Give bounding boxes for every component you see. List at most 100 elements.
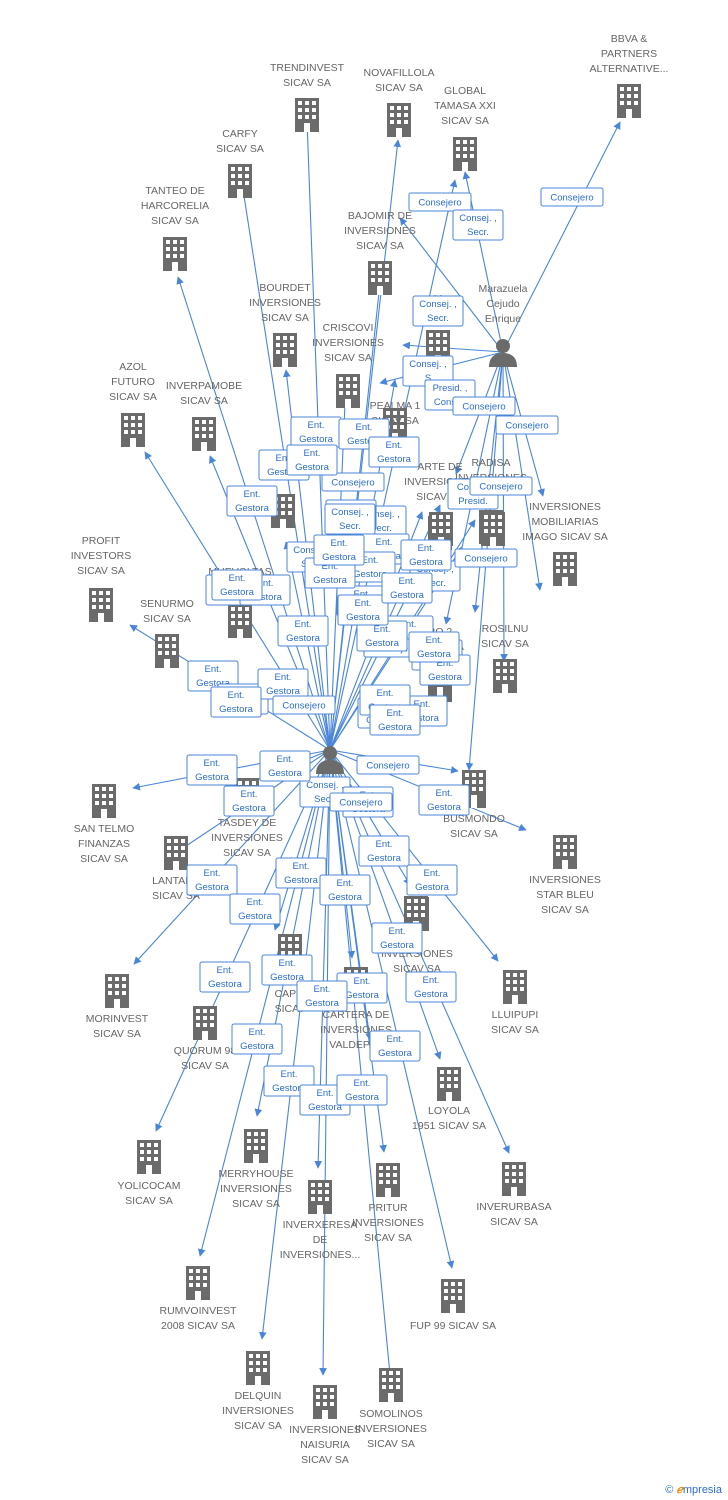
role-badge[interactable]: Ent.Gestora	[313, 534, 365, 566]
role-badge[interactable]: Consejero	[408, 192, 472, 212]
role-badge[interactable]: Ent.Gestora	[229, 893, 281, 925]
role-badge[interactable]: Ent.Gestora	[259, 750, 311, 782]
role-badge[interactable]: Ent.Gestora	[371, 922, 423, 954]
role-badge[interactable]: Ent.Gestora	[210, 686, 262, 718]
role-badge[interactable]: Ent.Gestora	[369, 704, 421, 736]
role-badge[interactable]: Ent.Gestora	[337, 594, 389, 626]
role-badge[interactable]: Ent.Gestora	[408, 631, 460, 663]
company-node-inverxeresa[interactable]: INVERXERESADEINVERSIONES...	[280, 1180, 361, 1261]
role-badge[interactable]: Ent.Gestora	[358, 835, 410, 867]
role-badge[interactable]: Ent.Gestora	[226, 485, 278, 517]
role-badge[interactable]: Ent.Gestora	[405, 971, 457, 1003]
role-badge[interactable]: Consejero	[329, 792, 393, 812]
role-badge[interactable]: Consejero	[495, 415, 559, 435]
role-badge[interactable]: Consejero	[321, 472, 385, 492]
role-badge[interactable]: Ent.Gestora	[211, 569, 263, 601]
role-badge[interactable]: Ent.Gestora	[381, 572, 433, 604]
company-label-line: SICAV SA	[283, 77, 331, 89]
badge-label: Gestora	[345, 990, 380, 1001]
building-icon	[228, 164, 252, 198]
role-badge[interactable]: Consejero	[272, 695, 336, 715]
role-badge[interactable]: Ent.Gestora	[186, 754, 238, 786]
role-badge[interactable]: Ent.Gestora	[369, 1030, 421, 1062]
badge-label: Ent.	[418, 543, 435, 554]
role-badge[interactable]: Consejero	[356, 755, 420, 775]
role-badge[interactable]: Ent.Gestora	[261, 954, 313, 986]
role-badge[interactable]: Consejero	[469, 476, 533, 496]
role-badge[interactable]: Ent.Gestora	[286, 444, 338, 476]
company-label-line: CRISCOVI	[323, 322, 374, 334]
building-icon	[387, 103, 411, 137]
role-badge[interactable]: Ent.Gestora	[223, 785, 275, 817]
role-badge[interactable]: Ent.Gestora	[406, 864, 458, 896]
role-badge[interactable]: Ent.Gestora	[368, 436, 420, 468]
company-label-line: SICAV SA	[80, 853, 128, 865]
role-badge[interactable]: Ent.Gestora	[336, 1074, 388, 1106]
company-label-line: BAJOMIR DE	[348, 210, 412, 222]
role-badge[interactable]: Consejero	[452, 396, 516, 416]
company-label-line: SOMOLINOS	[359, 1408, 423, 1420]
role-badge[interactable]: Consej. ,Secr.	[452, 209, 504, 241]
role-badge[interactable]: Consejero	[540, 187, 604, 207]
role-badge[interactable]: Ent.Gestora	[275, 857, 327, 889]
role-badge[interactable]: Ent.Gestora	[319, 874, 371, 906]
badge-label: Ent.	[314, 984, 331, 995]
role-badge[interactable]: Consejero	[454, 548, 518, 568]
role-badge[interactable]: Ent.Gestora	[199, 961, 251, 993]
company-node-fup99[interactable]: FUP 99 SICAV SA	[410, 1279, 496, 1332]
empresia-footer[interactable]: © ℯmpresia	[665, 1483, 722, 1496]
role-badge[interactable]: Consej. ,Secr.	[412, 295, 464, 327]
role-badge[interactable]: Ent.Gestora	[290, 416, 342, 448]
company-label-line: SICAV SA	[450, 828, 498, 840]
company-node-h3[interactable]	[481, 512, 505, 546]
badge-label: Consejero	[339, 798, 382, 809]
building-icon	[502, 1162, 526, 1196]
role-badge[interactable]: Ent.Gestora	[186, 864, 238, 896]
role-badge[interactable]: Ent.Gestora	[231, 1023, 283, 1055]
role-badge[interactable]: Consej. ,Secr.	[324, 503, 376, 535]
role-badge[interactable]: Ent.Gestora	[296, 980, 348, 1012]
badge-box	[324, 503, 376, 535]
role-badge[interactable]: Ent.Gestora	[257, 668, 309, 700]
role-badge[interactable]: Ent.Gestora	[400, 539, 452, 571]
company-node-bbva[interactable]: BBVA &PARTNERSALTERNATIVE...	[590, 33, 669, 118]
role-badge[interactable]: Ent.Gestora	[277, 615, 329, 647]
relationship-edge	[329, 749, 455, 1269]
badge-label: Ent.	[244, 489, 261, 500]
building-icon	[453, 137, 477, 171]
badge-label: Gestora	[313, 575, 348, 586]
role-badge[interactable]: Ent.Gestora	[418, 784, 470, 816]
